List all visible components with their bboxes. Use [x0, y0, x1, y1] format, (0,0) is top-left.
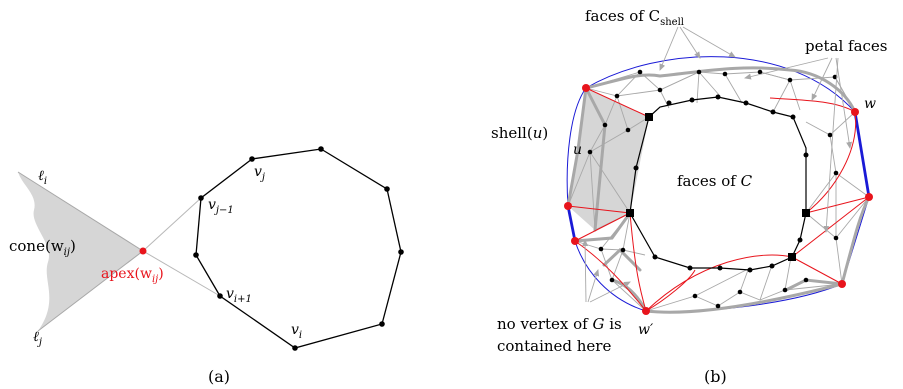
shell-vertices	[587, 69, 839, 309]
vertex	[770, 109, 776, 115]
label-cone: cone(wij)	[9, 237, 76, 258]
line-apex-vj1	[142, 197, 202, 252]
vertex	[379, 321, 385, 327]
vertex	[318, 146, 324, 152]
vertex-wprime	[642, 307, 650, 315]
label-apex: apex(wij)	[101, 266, 164, 285]
vertex	[717, 265, 723, 271]
ray-lj	[37, 250, 144, 332]
red-edges	[567, 87, 870, 312]
vertex-vj	[249, 156, 255, 162]
label-shell-u: shell(u)	[491, 124, 548, 142]
vertex	[193, 252, 199, 258]
label-li: ℓi	[38, 168, 47, 187]
label-novertex-2: contained here	[497, 337, 611, 355]
square-vertices	[626, 113, 810, 261]
shell-u-region	[568, 88, 649, 230]
blue-edge-left	[566, 205, 577, 242]
vertex	[790, 114, 796, 120]
ray-li	[17, 171, 144, 252]
line-apex-vi1	[142, 250, 221, 297]
label-petal: petal faces	[805, 37, 888, 55]
vertex-u-top	[582, 84, 590, 92]
vertex	[633, 165, 639, 171]
polygon-a	[195, 148, 402, 349]
label-w: w	[864, 96, 876, 112]
label-novertex-1: no vertex of G is	[497, 315, 622, 333]
vertex	[743, 100, 749, 106]
vertex	[689, 97, 695, 103]
label-vi1: vi+1	[226, 286, 252, 305]
panel-b: faces of Cshell petal faces shell(u) fac…	[491, 7, 888, 386]
vertex	[652, 254, 658, 260]
red-vertices	[564, 84, 873, 315]
vertex-right	[865, 193, 873, 201]
vertex	[384, 186, 390, 192]
vertex	[687, 265, 693, 271]
label-vi: vi	[291, 322, 302, 341]
panel-a: ℓi ℓj cone(wij) apex(wij) vj vj−1 vi+1 v…	[9, 146, 404, 386]
vertex	[666, 100, 672, 106]
polygon-a-vertices	[193, 146, 404, 351]
vertex-vj1	[198, 195, 204, 201]
blue-edge-w	[853, 111, 871, 198]
label-lj: ℓj	[33, 329, 42, 348]
vertex	[803, 152, 809, 158]
vertex-bottom-right	[838, 280, 846, 288]
label-vj1: vj−1	[208, 197, 234, 216]
annotation-arrows	[582, 26, 853, 303]
vertex	[715, 94, 721, 100]
caption-b: (b)	[704, 367, 727, 386]
vertex-vi1	[217, 293, 223, 299]
vertex	[797, 237, 803, 243]
caption-a: (a)	[208, 367, 230, 386]
vertex-w	[851, 108, 859, 116]
label-u: u	[573, 142, 582, 158]
vertex-left-low	[571, 237, 579, 245]
vertex-vi	[292, 345, 298, 351]
label-wprime: w′	[638, 322, 654, 338]
vertex	[747, 267, 753, 273]
vertex	[769, 263, 775, 269]
vertex	[398, 249, 404, 255]
apex-point	[139, 247, 147, 255]
vertex-left	[564, 202, 572, 210]
label-faces-shell: faces of Cshell	[585, 7, 684, 28]
cone-region	[18, 172, 143, 331]
label-faces-c: faces of C	[677, 172, 753, 190]
cycle-c-vertices	[633, 94, 809, 273]
label-vj: vj	[254, 164, 265, 183]
